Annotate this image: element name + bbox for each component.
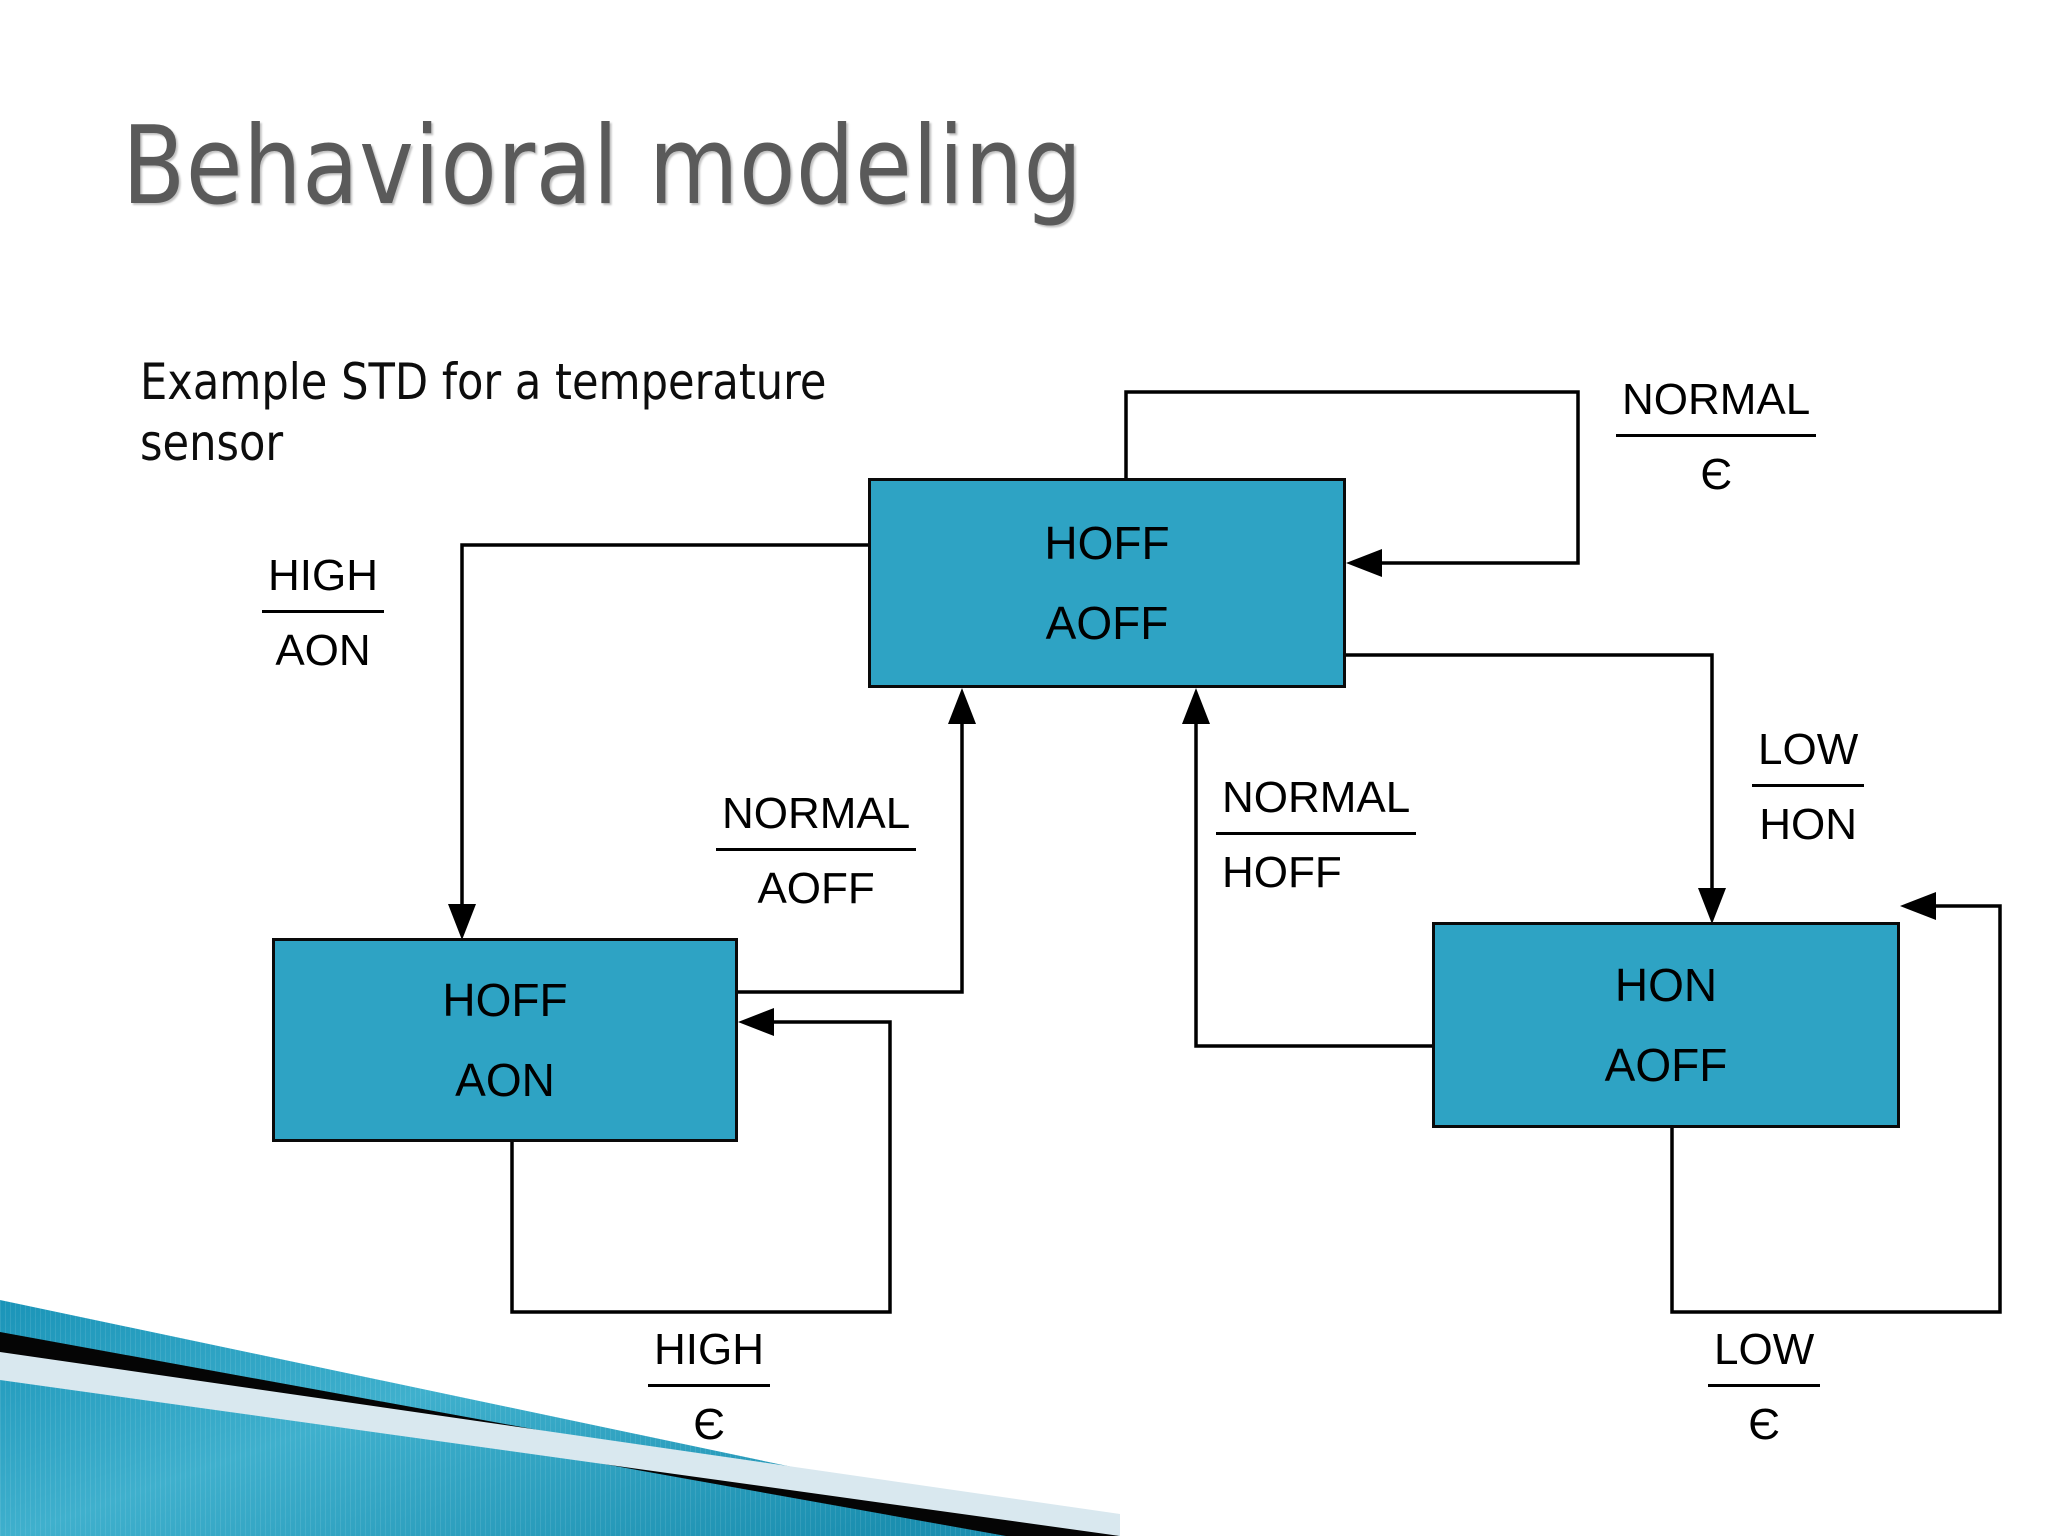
corner-ribbon-decoration	[0, 1300, 1120, 1536]
transition-label-high-eps: HIGH Є	[648, 1326, 770, 1449]
transition-label-high-aon: HIGH AON	[262, 552, 384, 675]
transition-action: AON	[275, 626, 371, 675]
state-label-line1: HON	[1614, 959, 1718, 1011]
transition-action: HOFF	[1222, 848, 1342, 897]
transition-label-low-eps: LOW Є	[1708, 1326, 1821, 1449]
transition-action: Є	[1748, 1400, 1780, 1449]
state-node-hoff-aoff[interactable]: HOFF AOFF	[868, 478, 1346, 688]
slide-caption: Example STD for a temperature sensor	[140, 353, 827, 472]
transition-label-normal-hoff: NORMAL HOFF	[1216, 774, 1417, 897]
state-label-line2: AOFF	[1604, 1039, 1728, 1091]
transition-condition: NORMAL	[1216, 774, 1417, 835]
state-label-line2: AON	[455, 1054, 555, 1106]
transition-action: HON	[1759, 800, 1857, 849]
transition-condition: LOW	[1708, 1326, 1821, 1387]
transition-condition: NORMAL	[716, 790, 917, 851]
state-label-line1: HOFF	[442, 974, 568, 1026]
state-label-line2: AOFF	[1045, 597, 1169, 649]
transition-label-normal-aoff: NORMAL AOFF	[716, 790, 917, 913]
state-node-hoff-aon[interactable]: HOFF AON	[272, 938, 738, 1142]
page-title: Behavioral modeling	[122, 104, 1083, 229]
transition-action: Є	[1700, 450, 1732, 499]
transition-action: Є	[693, 1400, 725, 1449]
state-node-hon-aoff[interactable]: HON AOFF	[1432, 922, 1900, 1128]
transition-condition: LOW	[1752, 726, 1865, 787]
transition-action: AOFF	[757, 864, 875, 913]
transition-condition: HIGH	[262, 552, 384, 613]
transition-condition: HIGH	[648, 1326, 770, 1387]
transition-label-normal-eps: NORMAL Є	[1616, 376, 1817, 499]
transition-condition: NORMAL	[1616, 376, 1817, 437]
transition-label-low-hon: LOW HON	[1752, 726, 1865, 849]
state-label-line1: HOFF	[1044, 517, 1170, 569]
